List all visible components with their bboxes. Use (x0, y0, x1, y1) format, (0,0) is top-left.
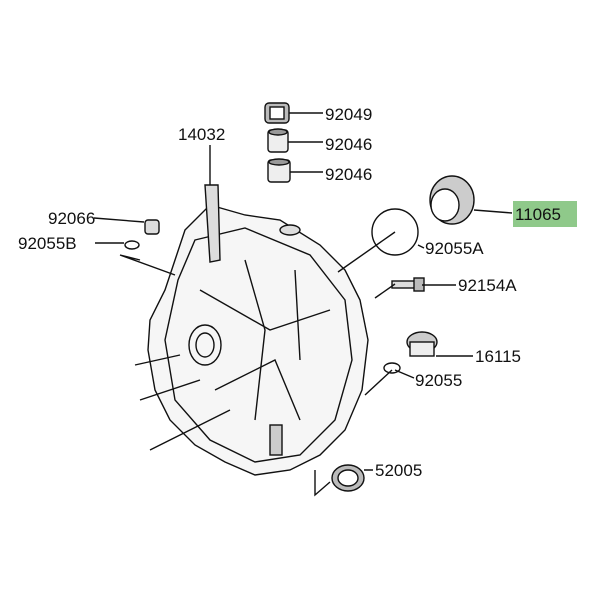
label-92154A[interactable]: 92154A (458, 276, 517, 295)
bearing-92049 (264, 102, 290, 124)
seal-52005 (331, 464, 365, 492)
oring-92055 (383, 362, 401, 374)
label-11065[interactable]: 11065 (515, 205, 561, 224)
crankcase-cover (147, 204, 369, 476)
label-92055A[interactable]: 92055A (425, 239, 484, 258)
plug-16115 (406, 331, 438, 357)
label-14032[interactable]: 14032 (178, 125, 225, 144)
bearing-92046-a (267, 128, 289, 153)
cap-11065 (429, 175, 475, 225)
oring-92055A (371, 208, 419, 256)
label-92055[interactable]: 92055 (415, 371, 462, 390)
highlight-box (513, 201, 577, 227)
plug-92066 (144, 219, 160, 235)
label-92049[interactable]: 92049 (325, 105, 372, 124)
label-92066[interactable]: 92066 (48, 209, 95, 228)
bearing-92046-b (267, 158, 291, 183)
oring-92055B (124, 240, 140, 250)
label-16115[interactable]: 16115 (475, 347, 521, 366)
label-92046[interactable]: 92046 (325, 165, 372, 184)
label-92055B[interactable]: 92055B (18, 234, 77, 253)
label-52005[interactable]: 52005 (375, 461, 422, 480)
label-92046[interactable]: 92046 (325, 135, 372, 154)
bolt-92154A (391, 277, 425, 292)
